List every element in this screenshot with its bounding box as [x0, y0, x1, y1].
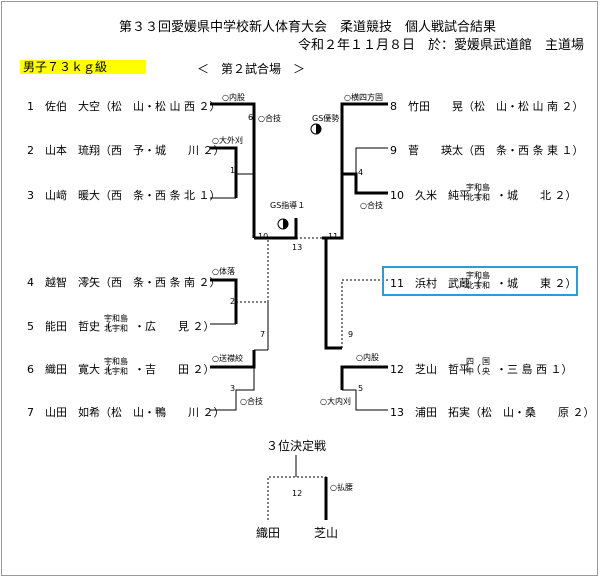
bracket-line	[210, 146, 238, 198]
player-row: 8 竹田 晃（松 山・松 山 南 ２）	[390, 100, 584, 113]
player-school-stack: 宇和島北宇和	[104, 314, 128, 333]
player-school-stack: 宇和島北宇和	[466, 271, 490, 290]
player-school: ・吉 田 ２）	[134, 363, 215, 376]
document-title: 第３３回愛媛県中学校新人体育大会 柔道競技 個人戦試合結果	[119, 20, 497, 35]
gs-marker-icon	[277, 218, 289, 230]
bracket-line	[210, 278, 238, 324]
match-number: 10	[258, 232, 269, 241]
win-note: ○合技	[258, 114, 281, 123]
player-row: 5 能田 哲史（	[27, 320, 111, 333]
bracket-line	[342, 172, 388, 195]
match-number: 6	[248, 113, 254, 122]
player-row: 1 佐伯 大空（松 山・松 山 西 ２）	[27, 100, 221, 113]
gs-marker-icon	[310, 123, 322, 135]
highlight-box	[382, 266, 578, 296]
venue-label: ＜ 第２試合場 ＞	[197, 62, 306, 76]
player-row: 11 浜村 武蔵（	[390, 277, 481, 290]
win-note: ○大外刈	[212, 136, 243, 145]
bracket-line	[340, 365, 388, 390]
win-note: GS優勢	[312, 114, 340, 123]
player-row: 6 織田 寛大（	[27, 363, 111, 376]
win-note: ○合技	[240, 397, 263, 406]
player-school: ・城 東 ２）	[496, 277, 577, 290]
bracket-line	[322, 102, 388, 240]
match-number: 7	[260, 330, 266, 339]
win-note: ○内股	[222, 93, 245, 102]
bracket-line	[210, 102, 256, 238]
match-number: 5	[358, 384, 364, 393]
third-place-left: 織田	[256, 526, 281, 540]
player-row: 10 久米 純平（	[390, 189, 481, 202]
player-row: 2 山本 琉翔（西 予・城 川 ２）	[27, 144, 225, 157]
match-number: 4	[358, 168, 364, 177]
match-number: 9	[348, 330, 354, 339]
match-number: 13	[292, 243, 303, 252]
player-school-stack: 宇和島北宇和	[466, 183, 490, 202]
player-school: ・城 北 ２）	[496, 189, 577, 202]
match-number: 3	[230, 384, 236, 393]
win-note: ○横四方固	[344, 93, 383, 102]
match-number: 12	[292, 489, 303, 498]
player-school-stack: 宇和島北宇和	[104, 357, 128, 376]
win-note: ○合技	[360, 201, 383, 210]
third-place-right: 芝山	[314, 526, 339, 540]
player-school-stack: 四 国中 央	[466, 357, 490, 376]
bracket-line	[355, 147, 388, 174]
bracket-line	[210, 367, 255, 411]
win-note: ○体落	[212, 267, 235, 276]
win-note: GS指導１	[270, 201, 306, 210]
player-row: 13 浦田 拓実（松 山・桑 原 ２）	[390, 406, 595, 419]
win-note: ○払腰	[330, 483, 353, 492]
win-note: ○大内刈	[320, 397, 351, 406]
bracket-line	[324, 238, 342, 350]
match-number: 1	[230, 166, 236, 175]
match-number: 11	[328, 232, 339, 241]
win-note: ○内股	[356, 353, 379, 362]
player-row: 3 山﨑 暖大（西 条・西 条 北 １）	[27, 189, 221, 202]
player-row: 12 芝山 哲平（	[390, 363, 481, 376]
player-row: 7 山田 如希（松 山・鴨 川 ２）	[27, 406, 225, 419]
third-place-label: ３位決定戦	[266, 439, 327, 453]
player-row: 4 越智 澪矢（西 条・西 条 南 ２）	[27, 276, 221, 289]
player-school: ・広 見 ２）	[134, 320, 215, 333]
weight-class-label: 男子７３ｋｇ級	[20, 60, 146, 74]
bracket-line	[342, 389, 388, 411]
player-row: 9 菅 瑛太（西 条・西 条 東 １）	[390, 144, 584, 157]
match-number: 2	[230, 297, 236, 306]
win-note: ○送襟絞	[212, 354, 243, 363]
document-subtitle: 令和２年１１月８日 於：愛媛県武道館 主道場	[298, 38, 585, 53]
bracket-line	[341, 279, 388, 348]
bracket-line	[267, 476, 327, 520]
bracket-line	[236, 301, 269, 350]
player-school: ・三 島 西 １）	[496, 363, 573, 376]
